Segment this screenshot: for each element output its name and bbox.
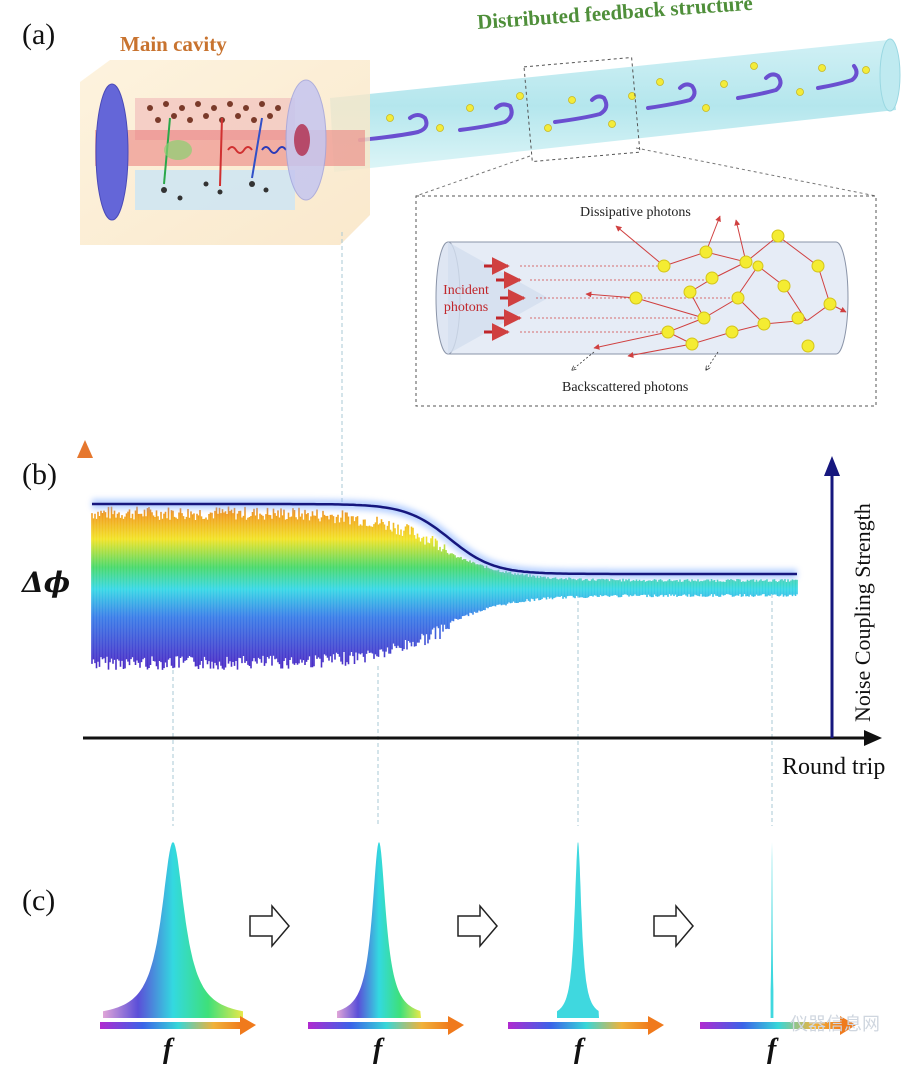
fiber-tube: [330, 40, 896, 172]
frequency-axes: [100, 1016, 856, 1035]
freq-axis-2: [308, 1022, 450, 1029]
round-trip-label: Round trip: [782, 754, 886, 780]
incident-line-2: photons: [443, 300, 489, 315]
y-axis-left-arrow: [77, 440, 93, 458]
inset-fiber: [447, 241, 849, 355]
inset-particles: [629, 229, 837, 353]
backscatter-paths: [572, 351, 719, 370]
inset-cone: [448, 242, 548, 354]
gain-spot: [164, 140, 192, 160]
delta-phi-text: Δ𝝓: [22, 566, 71, 599]
coupling-curve: [92, 502, 797, 576]
transition-blue: [251, 117, 263, 179]
incident-line-1: Incident: [443, 283, 489, 298]
freq-axis-3: [508, 1022, 650, 1029]
delta-phi-label: Δ𝝓: [22, 566, 70, 599]
freq-axis-1: [100, 1022, 242, 1029]
freq-axis-3-arrow: [648, 1016, 664, 1035]
transition-red: [219, 117, 223, 187]
x-axis-arrow: [864, 730, 882, 746]
spectrum-2: [337, 842, 421, 1018]
panel-b-plot: [77, 440, 882, 746]
guide-lines: [172, 232, 773, 826]
y-axis-right-arrow: [824, 456, 840, 476]
phase-noise-band: [91, 506, 798, 670]
panel-label-a: (a): [22, 18, 56, 51]
mirror-left: [95, 83, 129, 221]
mirror-hole: [294, 124, 310, 156]
watermark: 仪器信息网: [790, 1014, 880, 1035]
freq-axis-2-arrow: [448, 1016, 464, 1035]
inset-panel: [415, 195, 877, 407]
photon-red: [227, 146, 253, 154]
zoom-box: [523, 56, 641, 163]
freq-label-1: f: [163, 1034, 173, 1065]
freq-axis-1-arrow: [240, 1016, 256, 1035]
main-cavity-title: Main cavity: [120, 32, 227, 56]
zoom-line-right: [635, 147, 877, 197]
panel-a-illustration: [80, 38, 901, 245]
photon-blue: [261, 146, 287, 154]
spectrum-1: [103, 842, 243, 1018]
freq-label-3: f: [574, 1034, 584, 1065]
spectra-group: [103, 842, 774, 1018]
lower-level: [135, 170, 295, 210]
noise-coupling-label: Noise Coupling Strength: [850, 503, 875, 722]
incident-arrows: [484, 257, 526, 341]
spectrum-3: [557, 842, 599, 1018]
arrow-3-icon: [653, 903, 694, 949]
freq-axis-4-arrow: [840, 1016, 856, 1035]
freq-label-2: f: [373, 1034, 383, 1065]
arrow-2-icon: [457, 903, 498, 949]
freq-axis-4: [700, 1022, 842, 1029]
incident-photons-label: Incident photons: [434, 282, 498, 316]
zoom-line-left: [415, 155, 531, 197]
panel-label-c: (c): [22, 884, 56, 917]
progress-arrows: [249, 903, 694, 949]
arrow-1-icon: [249, 903, 290, 949]
freq-label-4: f: [767, 1034, 777, 1065]
fiber-end: [879, 38, 901, 112]
panel-c-spectra: [100, 842, 856, 1035]
spectrum-4: [770, 842, 774, 1018]
backscattered-photons-label: Backscattered photons: [562, 380, 689, 395]
fiber-scatterers: [358, 64, 859, 142]
panel-label-b: (b): [22, 458, 57, 491]
fiber-particles: [386, 62, 870, 132]
ground-atoms: [161, 181, 269, 201]
dissipative-photons-label: Dissipative photons: [580, 205, 691, 220]
excited-atoms: [147, 101, 281, 123]
